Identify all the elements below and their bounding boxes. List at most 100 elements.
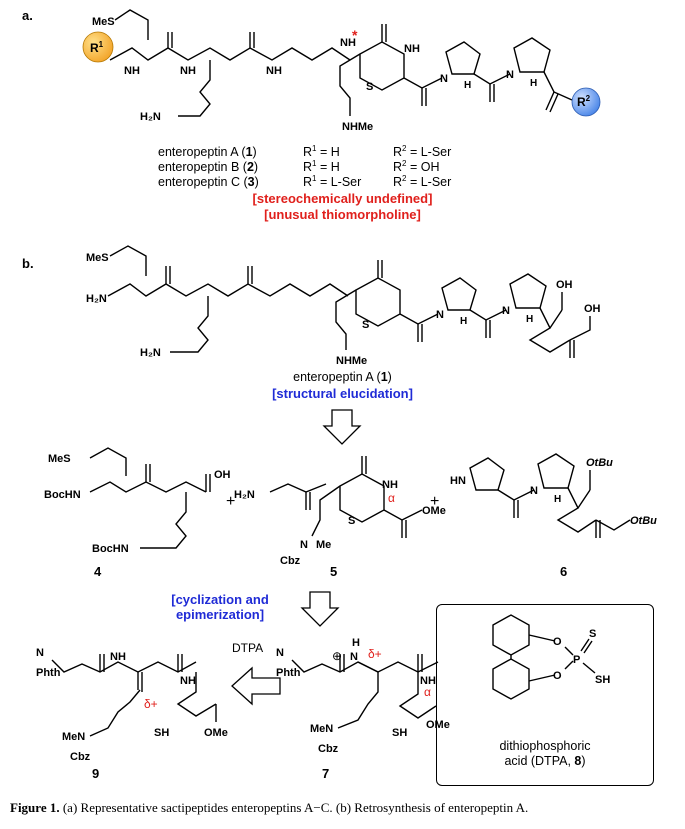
mes-label: MeS	[92, 16, 115, 28]
retrosynthesis-arrow-2	[300, 591, 340, 627]
nhme-label: NHMe	[342, 121, 373, 133]
f5-me: Me	[316, 539, 331, 551]
f9-phth: Phth	[36, 667, 61, 679]
stereocenter-star: *	[352, 27, 358, 43]
dtpa-structure-box: O O P S SH dithiophosphoric acid (DTPA, …	[436, 604, 654, 786]
nh-label-1: NH	[124, 65, 140, 77]
nh-label-2: NH	[180, 65, 196, 77]
f7-h: H	[352, 637, 360, 649]
plus-2: +	[430, 493, 439, 510]
f5-n: N	[300, 539, 308, 551]
h-label-2: H	[530, 78, 537, 89]
b-s-label: S	[362, 319, 369, 331]
bottom-intermediates: DTPA N Phth NH NH δ+ SH OMe MeN Cbz N Ph…	[36, 637, 450, 763]
f6-hn: HN	[450, 475, 466, 487]
nh-label-3: NH	[266, 65, 282, 77]
f9-nh-1: NH	[110, 651, 126, 663]
stereo-note: [stereochemically undefined]	[252, 191, 433, 206]
f9-sh: SH	[154, 727, 169, 739]
f4-bochn-1: BocHN	[44, 489, 81, 501]
f7-nh: NH	[420, 675, 436, 687]
f4-mes: MeS	[48, 453, 71, 465]
figure-number: Figure 1.	[10, 800, 60, 815]
dtpa-caption-line1: dithiophosphoric	[499, 739, 591, 753]
dtpa-o-2: O	[553, 670, 562, 682]
f5-alpha: α	[388, 491, 395, 505]
nh-label-4: NH	[340, 37, 356, 49]
b-h2n-top: H₂N	[86, 293, 107, 305]
f4-oh: OH	[214, 469, 231, 481]
f7-alpha: α	[424, 685, 431, 699]
dtpa-p: P	[573, 654, 580, 666]
f9-ome: OMe	[204, 727, 228, 739]
f7-phth: Phth	[276, 667, 301, 679]
enteropeptin-general-structure: MeS R1 R2 NH NH NH NH NH H₂N NHMe S N N …	[82, 9, 601, 133]
b-mes-label: MeS	[86, 252, 109, 264]
f4-bochn-2: BocHN	[92, 543, 129, 555]
b-h2n-lys: H₂N	[140, 347, 161, 359]
compound-6-label: 6	[560, 564, 568, 579]
figure-caption: Figure 1. (a) Representative sactipeptid…	[10, 800, 680, 816]
f9-cbz: Cbz	[70, 751, 91, 763]
s-label: S	[366, 81, 373, 93]
f7-sh: SH	[392, 727, 407, 739]
panel-a-label: a.	[22, 8, 33, 23]
dtpa-o-1: O	[553, 636, 562, 648]
plus-1: +	[226, 493, 235, 510]
f9-delta: δ+	[144, 697, 158, 711]
f7-n-plus: N	[350, 651, 358, 663]
b-nhme: NHMe	[336, 355, 367, 366]
f7-n: N	[276, 647, 284, 659]
retrosynthesis-arrow-1	[322, 409, 362, 445]
f6-h: H	[554, 494, 561, 505]
dtpa-sh: SH	[595, 674, 610, 686]
compound-9-label: 9	[92, 766, 100, 781]
nh-label-5: NH	[404, 43, 420, 55]
b-oh-1: OH	[556, 279, 573, 291]
dtpa-s: S	[589, 628, 596, 640]
h-label-1: H	[464, 80, 471, 91]
f9-nh-2: NH	[180, 675, 196, 687]
dtpa-caption-line2: acid (DTPA, 8)	[504, 754, 586, 768]
f6-n: N	[530, 485, 538, 497]
f9-n: N	[36, 647, 44, 659]
f5-ome: OMe	[422, 505, 446, 517]
f9-men: MeN	[62, 731, 85, 743]
f6-otbu-1: OtBu	[586, 457, 613, 469]
dtpa-structure: O O P S SH	[492, 614, 610, 700]
f7-cbz: Cbz	[318, 743, 339, 755]
cyclization-note: [cyclization and epimerization]	[171, 592, 269, 622]
f7-delta: δ+	[368, 647, 382, 661]
f5-nh: NH	[382, 479, 398, 491]
r2-label: R2	[577, 94, 591, 109]
compound-5-label: 5	[330, 564, 338, 579]
figure-caption-text: (a) Representative sactipeptides enterop…	[59, 800, 529, 815]
f5-s: S	[348, 515, 355, 527]
f6-otbu-2: OtBu	[630, 515, 657, 527]
dtpa-arrow-label: DTPA	[232, 641, 263, 655]
enteropeptin-a-structure: MeS H₂N H₂N NHMe S N N H H OH OH	[86, 245, 601, 366]
b-h-2: H	[526, 314, 533, 325]
f7-plus-charge: ⊕	[332, 649, 342, 663]
panel-b-compound-label: enteropeptin A (1)	[293, 370, 392, 384]
b-n-1: N	[436, 309, 444, 321]
f7-men: MeN	[310, 723, 333, 735]
r1-label: R1	[90, 40, 104, 55]
fragments-structures: MeS BocHN BocHN OH + H₂N NH S OMe α N Me…	[44, 447, 657, 567]
panel-b-label: b.	[22, 256, 34, 271]
f7-ome: OMe	[426, 719, 450, 731]
compound-4-label: 4	[94, 564, 102, 579]
f5-h2n: H₂N	[234, 489, 255, 501]
n-label-1: N	[440, 73, 448, 85]
b-h-1: H	[460, 316, 467, 327]
h2n-label: H₂N	[140, 111, 161, 123]
dtpa-caption: dithiophosphoric acid (DTPA, 8)	[437, 739, 653, 769]
n-label-2: N	[506, 69, 514, 81]
compound-7-label: 7	[322, 766, 330, 781]
thiomorpholine-note: [unusual thiomorpholine]	[264, 207, 421, 222]
b-oh-2: OH	[584, 303, 601, 315]
structural-elucidation-note: [structural elucidation]	[272, 386, 413, 401]
